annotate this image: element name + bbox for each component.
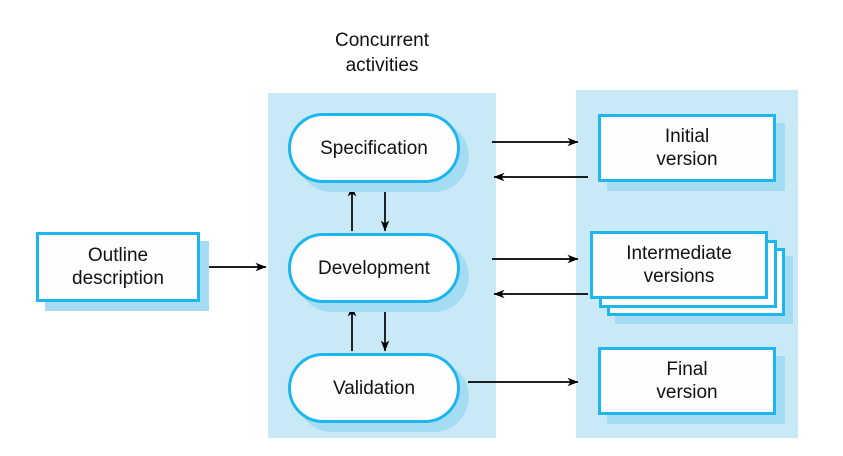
node-label: Specification <box>320 137 428 159</box>
node-initial-version[interactable]: Initial version <box>598 114 785 191</box>
node-intermediate-versions[interactable]: Intermediate versions <box>590 231 793 324</box>
node-label: Initial version <box>656 126 718 170</box>
node-label: Outline description <box>72 245 164 289</box>
node-outline-description[interactable]: Outline description <box>36 232 209 311</box>
node-face: Final version <box>598 347 776 415</box>
node-label: Validation <box>332 377 416 399</box>
node-development[interactable]: Development <box>288 233 469 312</box>
node-specification[interactable]: Specification <box>288 113 469 192</box>
node-face: Outline description <box>36 232 200 302</box>
node-face: Development <box>288 233 460 303</box>
node-label: Final version <box>656 359 718 403</box>
node-face: Initial version <box>598 114 776 182</box>
concurrent-activities-heading: Concurrent activities <box>335 30 429 76</box>
node-validation[interactable]: Validation <box>288 353 469 432</box>
node-final-version[interactable]: Final version <box>598 347 785 424</box>
node-label: Development <box>318 257 430 279</box>
node-label: Intermediate versions <box>626 243 732 287</box>
node-face: Specification <box>288 113 460 183</box>
node-face: Intermediate versions <box>590 231 768 299</box>
node-face: Validation <box>288 353 460 423</box>
